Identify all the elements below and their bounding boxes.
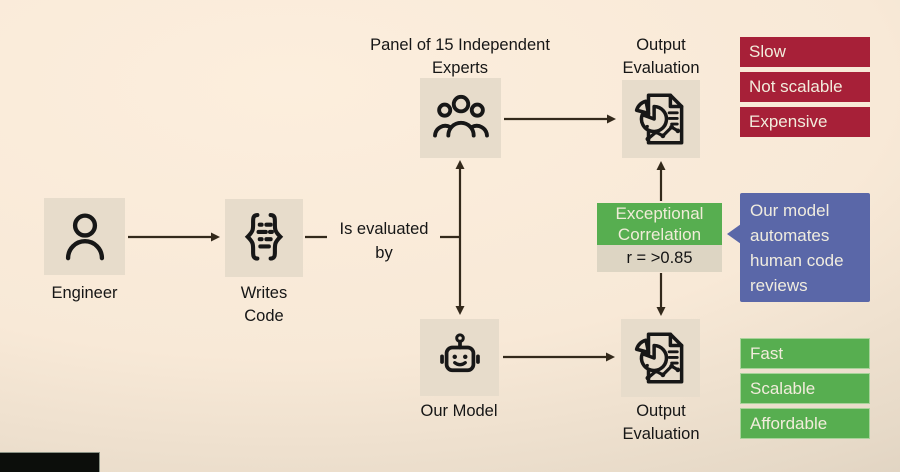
- output-eval-bottom-label: Output Evaluation: [622, 402, 700, 443]
- report-chart-icon: [634, 332, 683, 384]
- report-chart-icon: [634, 93, 684, 145]
- callout-pointer: [727, 224, 741, 244]
- output-eval-top-node: [622, 80, 700, 158]
- arrowhead-up-icon: [455, 160, 465, 169]
- writes-code-label: Writes Code: [240, 284, 288, 325]
- robot-icon: [439, 332, 480, 372]
- pro-item-fast: Fast: [740, 338, 870, 369]
- pros-list: Fast Scalable Affordable: [740, 338, 870, 443]
- our-model-node: [420, 319, 499, 396]
- writes-code-node: [225, 199, 303, 277]
- engineer-node: [44, 198, 125, 275]
- code-block-icon: [244, 212, 284, 261]
- arrowhead-right-icon: [606, 352, 615, 362]
- con-item-slow: Slow: [740, 37, 870, 67]
- engineer-label: Engineer: [51, 284, 118, 302]
- output-eval-bottom-node: [621, 319, 700, 397]
- cons-list: Slow Not scalable Expensive: [740, 37, 870, 142]
- con-item-expensive: Expensive: [740, 107, 870, 137]
- correlation-value: r = >0.85: [597, 245, 722, 272]
- arrowhead-down-icon: [455, 306, 465, 315]
- exceptional-correlation-badge: Exceptional Correlation: [597, 203, 722, 245]
- person-icon: [65, 212, 104, 260]
- pro-item-affordable: Affordable: [740, 408, 870, 439]
- arrowhead-up-icon: [656, 161, 666, 170]
- arrowhead-down-icon: [656, 307, 666, 316]
- panel-experts-node: [420, 78, 501, 158]
- arrowhead-right-icon: [211, 232, 220, 242]
- output-eval-top-label: Output Evaluation: [622, 36, 700, 77]
- people-group-icon: [432, 94, 489, 138]
- arrowhead-right-icon: [607, 114, 616, 124]
- con-item-not-scalable: Not scalable: [740, 72, 870, 102]
- panel-label: Panel of 15 Independent Experts: [370, 36, 550, 77]
- video-corner-bar: [0, 452, 100, 472]
- callout-bubble: Our model automates human code reviews: [727, 193, 870, 302]
- pro-item-scalable: Scalable: [740, 373, 870, 404]
- is-evaluated-by-label: Is evaluated by: [339, 220, 429, 262]
- our-model-label: Our Model: [420, 402, 498, 420]
